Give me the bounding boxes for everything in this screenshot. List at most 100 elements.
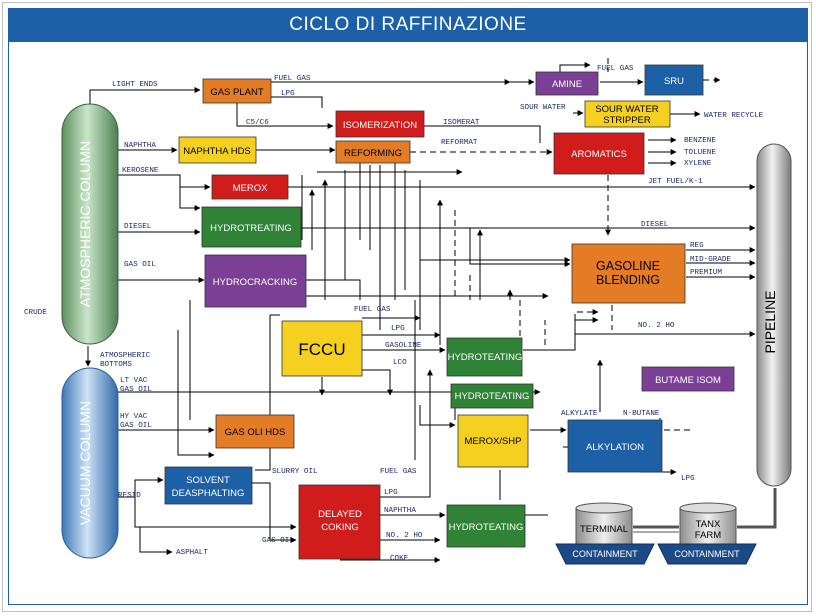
gas-oli-hds-label: GAS OLI HDS — [225, 427, 286, 438]
containment-label-2: CONTAINMENT — [674, 549, 740, 559]
merox-shp-label: MEROX/SHP — [464, 436, 521, 447]
mid-grade-label: MID-GRADE — [690, 256, 731, 264]
aromatics-unit: AROMATICS — [553, 132, 645, 175]
vacuum-column: VACUUM COLUMN — [61, 367, 119, 559]
stream-labels: LIGHT ENDS NAPHTHA KEROSENE DIESEL GAS O… — [24, 65, 764, 563]
isomerization-label: ISOMERIZATION — [343, 120, 417, 131]
aromatics-label: AROMATICS — [571, 149, 627, 160]
reforming-unit: REFORMING — [335, 140, 411, 164]
diesel-left-label: DIESEL — [124, 223, 152, 231]
hydroteating-label-1: HYDROTEATING — [448, 352, 523, 363]
delayed-label: DELAYED — [318, 509, 362, 520]
atm-bottoms-label-2: BOTTOMS — [100, 361, 132, 369]
deasphalting-label: DEASPHALTING — [172, 488, 245, 499]
jet-fuel-label: JET FUEL/K-1 — [648, 178, 703, 186]
merox-unit: MEROX — [211, 174, 289, 200]
fccu-unit: FCCU — [281, 320, 363, 377]
fuel-gas-coker-label: FUEL GAS — [380, 468, 417, 476]
reformat-label: REFORMAT — [441, 139, 478, 147]
alkylate-label: ALKYLATE — [561, 410, 598, 418]
atmospheric-column: ATMOSPHERIC COLUMN — [61, 103, 119, 345]
butame-isom-unit: BUTAME ISOM — [641, 366, 735, 392]
sru-label: SRU — [664, 76, 684, 87]
naphtha-hds-unit: NAPHTHA HDS — [178, 136, 257, 164]
containment-label-1: CONTAINMENT — [572, 549, 638, 559]
isomerat-label: ISOMERAT — [443, 119, 480, 127]
lpg-fccu-label: LPG — [391, 325, 405, 333]
hydroteating-unit-3: HYDROTEATING — [446, 504, 526, 548]
hydrotreating-unit: HYDROTREATING — [201, 206, 302, 248]
sour-water-stream-label: SOUR WATER — [520, 104, 566, 112]
no2ho-right-label: NO. 2 HO — [638, 322, 675, 330]
naphtha-coker-label: NAPHTHA — [384, 507, 416, 515]
n-butane-label: N-BUTANE — [623, 410, 660, 418]
fccu-label: FCCU — [298, 340, 345, 359]
butame-isom-label: BUTAME ISOM — [655, 375, 721, 386]
no2ho-coker-label: NO. 2 HO — [386, 532, 423, 540]
delayed-coking-unit: DELAYED COKING — [298, 484, 381, 560]
gasoline-fccu-label: GASOLINE — [385, 342, 422, 350]
terminal-label: TERMINAL — [580, 524, 628, 535]
lpg-alky-label: LPG — [681, 475, 695, 483]
lco-label: LCO — [393, 359, 407, 367]
reg-label: REG — [690, 242, 704, 250]
hydroteating-label-2: HYDROTEATING — [455, 391, 530, 402]
fuel-gas-amine-label: FUEL GAS — [597, 65, 634, 73]
gasoline-label: GASOLINE — [596, 259, 660, 273]
hydrocracking-label: HYDROCRACKING — [213, 277, 297, 288]
alkylation-unit: ALKYLATION — [567, 419, 663, 473]
pipeline-label: PIPELINE — [762, 290, 778, 353]
farm-label: FARM — [695, 530, 721, 541]
gas-oil-coker-label: GAS OIL — [262, 537, 294, 545]
benzene-label: BENZENE — [684, 137, 716, 145]
fuel-gas-top-label: FUEL GAS — [274, 75, 311, 83]
gas-plant-label: GAS PLANT — [210, 87, 264, 98]
lpg-coker-label: LPG — [384, 489, 398, 497]
blending-label: BLENDING — [596, 273, 660, 287]
flow-lines — [85, 58, 756, 563]
c5c6-label: C5/C6 — [246, 119, 269, 127]
vacuum-column-label: VACUUM COLUMN — [77, 401, 93, 525]
slurry-oil-label: SLURRY OIL — [272, 468, 318, 476]
premium-label: PREMIUM — [690, 269, 722, 277]
water-recycle-label: WATER RECYCLE — [704, 112, 764, 120]
hy-vac-label-2: GAS OIL — [120, 422, 152, 430]
gas-oli-hds-unit: GAS OLI HDS — [215, 414, 295, 449]
diesel-right-label: DIESEL — [641, 221, 669, 229]
stripper-label: STRIPPER — [603, 115, 651, 126]
lpg-top-label: LPG — [281, 90, 295, 98]
lt-vac-label-1: LT VAC — [120, 377, 148, 385]
amine-label: AMINE — [552, 79, 582, 90]
alkylation-label: ALKYLATION — [586, 442, 644, 453]
amine-unit: AMINE — [535, 71, 599, 96]
hydroteating-label-3: HYDROTEATING — [449, 522, 524, 533]
lt-vac-label-2: GAS OIL — [120, 386, 152, 394]
pipeline-column: PIPELINE — [756, 143, 792, 487]
crude-label: CRUDE — [24, 309, 47, 317]
xylene-label: XYLENE — [684, 160, 712, 168]
merox-label: MEROX — [233, 183, 269, 194]
hydrotreating-label: HYDROTREATING — [210, 223, 292, 234]
atmospheric-column-label: ATMOSPHERIC COLUMN — [77, 141, 93, 307]
resid-label: RESID — [118, 492, 141, 500]
gasoline-blending-unit: GASOLINE BLENDING — [571, 243, 686, 304]
toluene-label: TOLUENE — [684, 149, 716, 157]
solvent-label: SOLVENT — [186, 475, 230, 486]
naphtha-label: NAPHTHA — [124, 142, 156, 150]
hy-vac-label-1: HY VAC — [120, 413, 148, 421]
isomerization-unit: ISOMERIZATION — [335, 110, 425, 138]
sour-water-stripper-unit: SOUR WATER STRIPPER — [584, 100, 671, 128]
diagram-title: CICLO DI RAFFINAZIONE — [8, 8, 808, 42]
sru-unit: SRU — [644, 64, 704, 96]
naphtha-hds-label: NAPHTHA HDS — [183, 146, 251, 157]
solvent-deasphalting-unit: SOLVENT DEASPHALTING — [164, 466, 253, 505]
coking-label: COKING — [321, 522, 358, 533]
asphalt-label: ASPHALT — [176, 549, 208, 557]
tank-connectors — [633, 488, 777, 533]
tanx-label: TANX — [696, 519, 721, 530]
kerosene-label: KEROSENE — [122, 167, 159, 175]
fuel-gas-fccu-label: FUEL GAS — [354, 306, 391, 314]
coke-label: COKE — [390, 555, 409, 563]
hydroteating-unit-1: HYDROTEATING — [446, 337, 523, 377]
